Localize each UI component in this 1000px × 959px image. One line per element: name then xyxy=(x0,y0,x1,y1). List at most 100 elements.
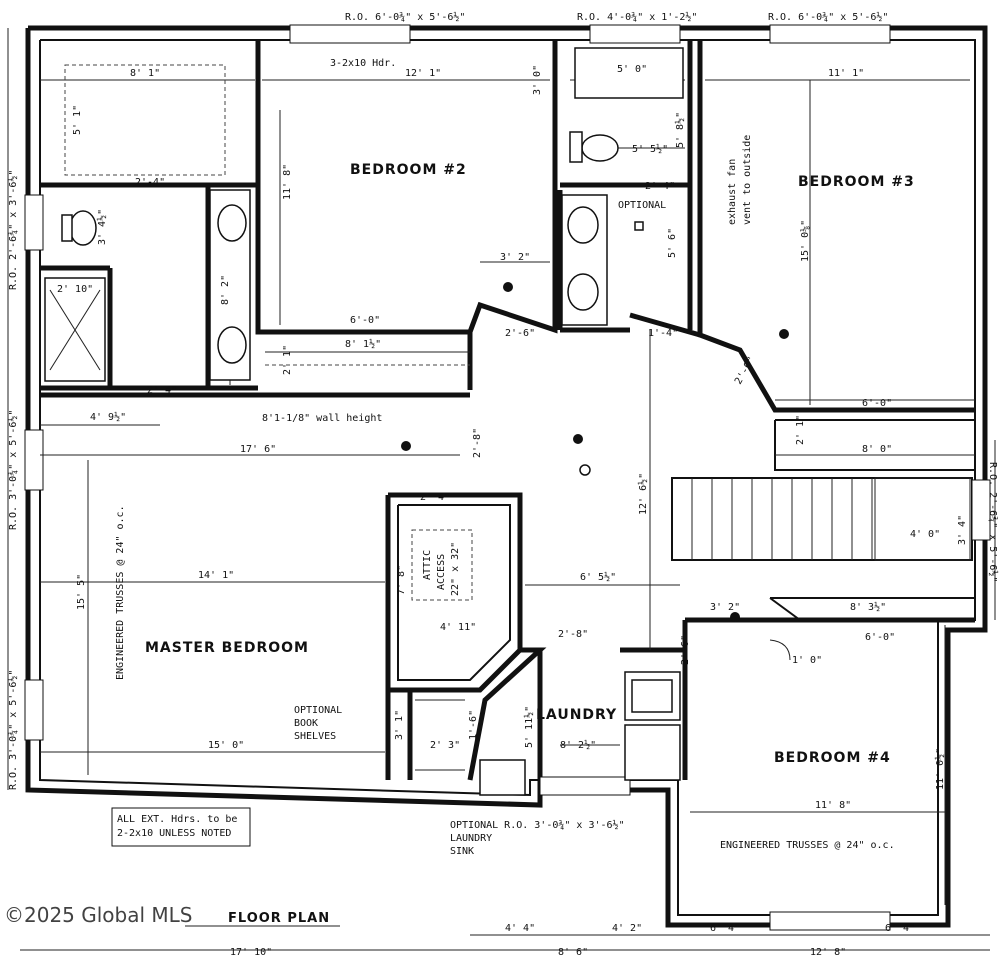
side-window-left-middle-label: R.O. 3'-0¾" x 5'-6½" xyxy=(7,410,19,530)
dim-label: 1' 0" xyxy=(792,655,822,666)
trusses-horizontal-note: ENGINEERED TRUSSES @ 24" o.c. xyxy=(720,840,895,851)
dimension-labels: 8' 1" 5' 1" 12' 1" 3' 0" 5' 0" 11' 1" 5'… xyxy=(57,64,968,958)
windows xyxy=(24,24,991,931)
dim-label: 6'-0" xyxy=(865,632,895,643)
side-window-right-label: R.O. 2'-6¾" x 5'-6½" xyxy=(987,462,999,582)
top-window-center-label: R.O. 4'-0¾" x 1'-2½" xyxy=(577,11,697,23)
room-laundry: LAUNDRY xyxy=(536,707,617,723)
room-master-bedroom: MASTER BEDROOM xyxy=(145,640,309,656)
dim-label: 2'-6" xyxy=(680,635,691,665)
dim-label: 2' 1" xyxy=(795,415,806,445)
dim-label: 2'-6" xyxy=(505,328,535,339)
dim-label: 3' 4" xyxy=(957,515,968,545)
laundry-sink-note-2: LAUNDRY xyxy=(450,833,492,844)
dim-label: 8' 0" xyxy=(862,444,892,455)
dim-label: 3' 4½" xyxy=(96,209,108,245)
dim-label: 12' 1" xyxy=(405,68,441,79)
dim-label: 5' 1" xyxy=(72,105,83,135)
dim-label: 15' 0" xyxy=(208,740,244,751)
header-note: 3-2x10 Hdr. xyxy=(330,58,396,69)
dim-label: 6' 5½" xyxy=(580,571,616,583)
laundry-sink-note-3: SINK xyxy=(450,846,474,857)
dim-label: 17' 6" xyxy=(240,444,276,455)
dim-label: 2'-4" xyxy=(420,492,450,503)
side-window-left-top-label: R.O. 2'-6¾" x 3'-6½" xyxy=(7,170,19,290)
trusses-vertical-note: ENGINEERED TRUSSES @ 24" o.c. xyxy=(115,505,126,680)
dim-label: 11' 1" xyxy=(828,68,864,79)
shelves-note-3: SHELVES xyxy=(294,731,336,742)
dim-label: 5' 8½" xyxy=(674,112,686,148)
dim-label: 6' 4" xyxy=(885,923,915,934)
notes: 3-2x10 Hdr. 8'1-1/8" wall height OPTIONA… xyxy=(111,58,895,927)
dim-label: 2' 1" xyxy=(282,345,293,375)
dim-label: 2'-8" xyxy=(558,629,588,640)
top-window-right-label: R.O. 6'-0¾" x 5'-6½" xyxy=(768,11,888,23)
dim-label: 1'-6" xyxy=(468,710,479,740)
window-callouts: R.O. 6'-0¾" x 5'-6½" R.O. 4'-0¾" x 1'-2½… xyxy=(7,11,999,790)
shelves-note-1: OPTIONAL xyxy=(294,705,342,716)
copyright-watermark: ©2025 Global MLS xyxy=(4,903,193,927)
laundry-sink-note-1: OPTIONAL R.O. 3'-0¾" x 3'-6½" xyxy=(450,819,625,831)
dim-label: 3' 1" xyxy=(394,710,405,740)
dim-label: 6'-0" xyxy=(350,315,380,326)
dim-label: 15' 0⅛" xyxy=(799,220,811,262)
dim-label: 7' 8" xyxy=(396,565,407,595)
attic-note-2: ACCESS xyxy=(436,554,447,590)
room-bedroom-3: BEDROOM #3 xyxy=(798,174,915,190)
dim-label: 8' 2½" xyxy=(560,739,596,751)
dim-label: 8' 6" xyxy=(558,947,588,958)
floor-plan-title: FLOOR PLAN xyxy=(228,911,330,926)
top-window-left-label: R.O. 6'-0¾" x 5'-6½" xyxy=(345,11,465,23)
dim-label: 4' 2" xyxy=(612,923,642,934)
dim-label: 3' 0" xyxy=(532,65,543,95)
dim-label: 2' 3" xyxy=(430,740,460,751)
wall-height-note: 8'1-1/8" wall height xyxy=(262,413,382,424)
attic-note-3: 22" x 32" xyxy=(450,542,461,596)
dim-label: 2'-4" xyxy=(147,385,177,396)
dim-label: 8' 1½" xyxy=(345,338,381,350)
dim-label: 11' 0½" xyxy=(934,748,946,790)
dim-label: 3' 2" xyxy=(500,252,530,263)
fixtures xyxy=(44,47,791,796)
dim-label: 2'-8" xyxy=(472,428,483,458)
dim-label: 6' 4" xyxy=(710,923,740,934)
dim-label: 5' 5½" xyxy=(632,143,668,155)
dim-label: 5' 0" xyxy=(617,64,647,75)
interior-walls xyxy=(40,40,976,795)
attic-note-1: ATTIC xyxy=(422,550,433,580)
dim-label: 12' 6½" xyxy=(637,473,649,515)
dim-label: 4' 0" xyxy=(910,529,940,540)
side-window-left-bottom-label: R.O. 3'-0¾" x 5'-6½" xyxy=(7,670,19,790)
dim-label: 6'-0" xyxy=(862,398,892,409)
exhaust-note-1: exhaust fan xyxy=(727,159,738,225)
dimension-lines xyxy=(7,28,996,951)
dim-label: 1'-4" xyxy=(648,328,678,339)
dim-label: 8' 1" xyxy=(130,68,160,79)
stair-treads xyxy=(691,477,971,561)
dim-label: 4' 11" xyxy=(440,622,476,633)
dim-label: 17' 10" xyxy=(230,947,272,958)
ext-hdr-note-box xyxy=(111,807,251,847)
exhaust-note-2: vent to outside xyxy=(742,135,753,225)
dim-label: 4' 4" xyxy=(505,923,535,934)
optional-bath-note: OPTIONAL xyxy=(618,200,666,211)
dim-label: 2'-4" xyxy=(135,177,165,188)
shelves-note-2: BOOK xyxy=(294,718,318,729)
dim-label: 4' 9½" xyxy=(90,411,126,423)
dim-label: 14' 1" xyxy=(198,570,234,581)
room-bedroom-2: BEDROOM #2 xyxy=(350,162,467,178)
dim-label: 3' 2" xyxy=(710,602,740,613)
ext-hdr-note-2: 2-2x10 UNLESS NOTED xyxy=(117,828,231,839)
dim-label: 11' 8" xyxy=(815,800,851,811)
room-bedroom-4: BEDROOM #4 xyxy=(774,750,891,766)
dim-label: 2'-4" xyxy=(645,181,675,192)
dim-label: 12' 8" xyxy=(810,947,846,958)
ext-hdr-note-1: ALL EXT. Hdrs. to be xyxy=(117,814,237,825)
dim-label: 8' 2" xyxy=(220,275,231,305)
dim-label: 5' 11½" xyxy=(523,706,535,748)
dim-label: 5' 6" xyxy=(667,228,678,258)
dim-label: 2' 10" xyxy=(57,284,93,295)
dim-label: 8' 3½" xyxy=(850,601,886,613)
dim-label: 15' 5" xyxy=(76,574,87,610)
